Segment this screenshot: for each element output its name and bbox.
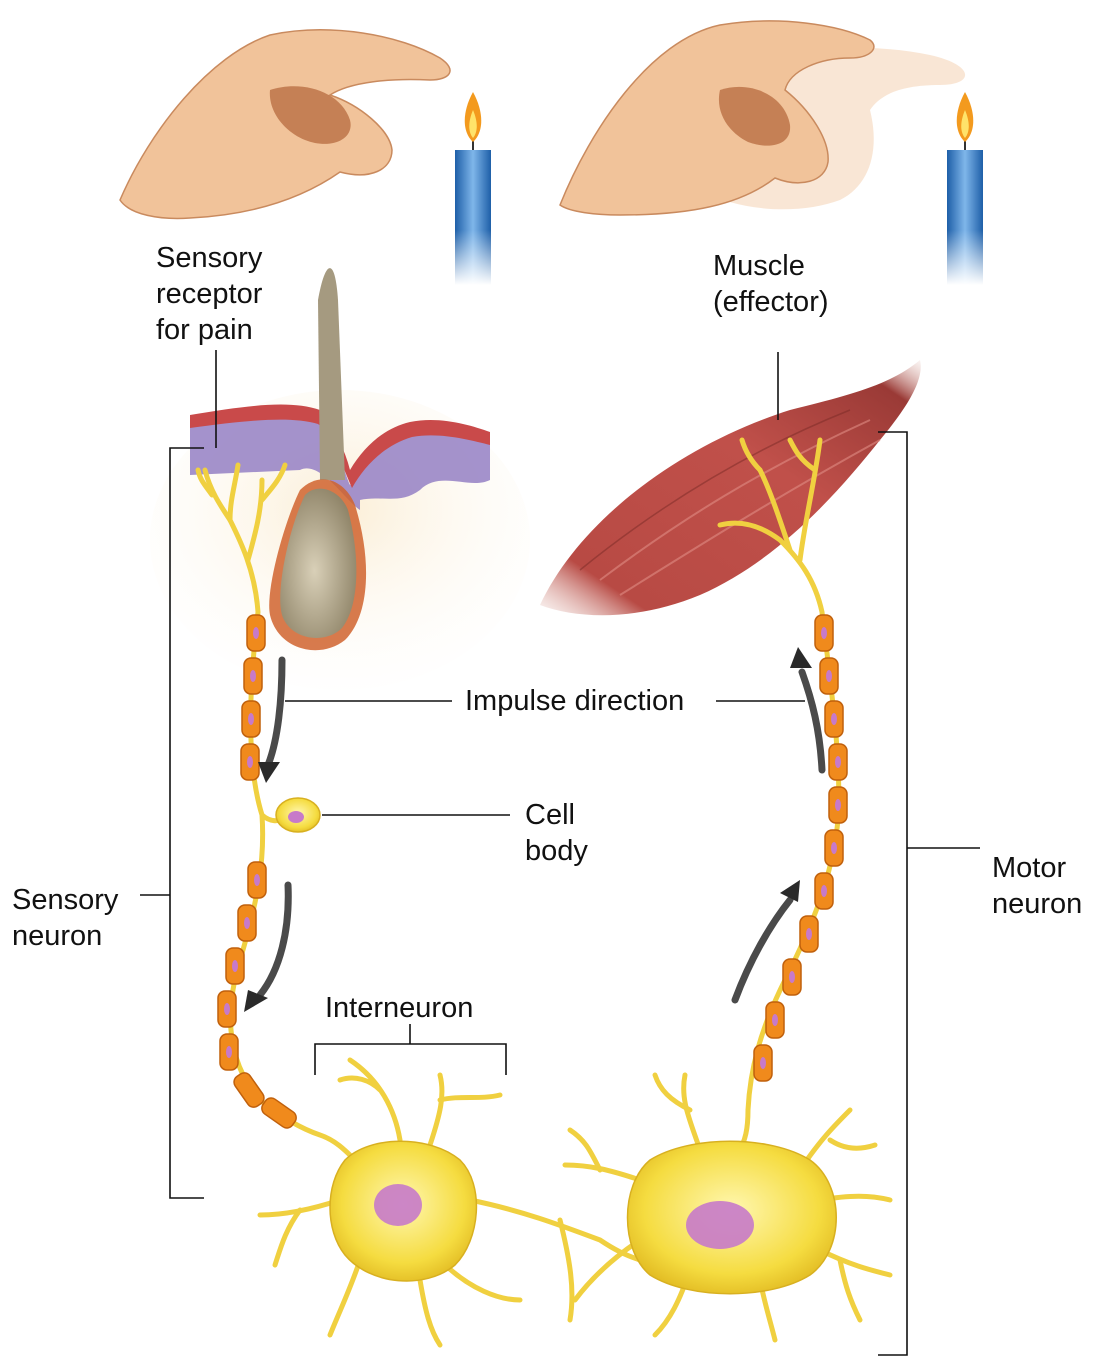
sensory-neuron-label: Sensory neuron	[12, 882, 118, 954]
candle-left	[455, 92, 491, 285]
cell-body-label: Cell body	[525, 797, 588, 869]
interneuron-label: Interneuron	[325, 990, 473, 1026]
motor-neuron-label: Motor neuron	[992, 850, 1082, 922]
motor-neuron-cell-body	[565, 1075, 890, 1340]
hand-withdrawn	[560, 21, 965, 215]
candle-right	[947, 92, 983, 285]
motor-neuron-axon	[748, 612, 847, 1110]
muscle-effector-label: Muscle (effector)	[713, 248, 829, 320]
interneuron-bracket	[315, 1044, 506, 1075]
impulse-direction-label: Impulse direction	[465, 683, 684, 719]
interneuron-cell	[260, 1060, 640, 1345]
muscle-effector	[540, 360, 921, 615]
motor-neuron-bracket	[878, 432, 907, 1355]
hand-near-candle	[120, 30, 450, 219]
sensory-neuron-axon	[218, 612, 320, 1135]
sensory-receptor-label: Sensory receptor for pain	[156, 240, 262, 348]
